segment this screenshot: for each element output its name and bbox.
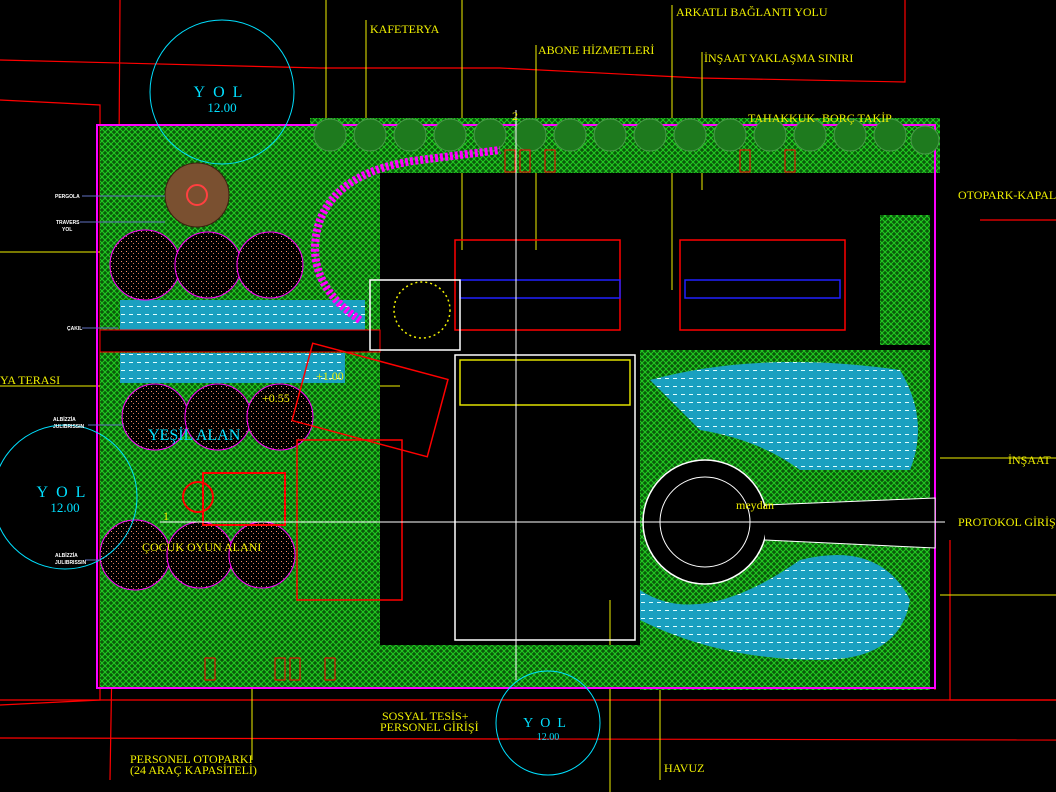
playground-circle <box>182 481 214 513</box>
road-marker-south: YOL 12.00 <box>495 670 601 776</box>
label-tahakkuk: TAHAKKUK- BORÇ TAKİP <box>748 111 892 125</box>
label-julibrissin: JULIBRISSIN <box>53 424 85 430</box>
road-name: YOL <box>523 716 573 731</box>
label-kafeterya: KAFETERYA <box>370 22 440 36</box>
label-arac-kapasitesi: (24 ARAÇ KAPASİTELİ) <box>130 763 257 777</box>
label-otopark-kapali: OTOPARK-KAPAL <box>958 188 1056 202</box>
label-albizzia: ALBİZZİA <box>53 416 76 423</box>
protocol-entry-road <box>764 497 936 549</box>
flower-border <box>311 146 501 324</box>
label-albizzia: ALBİZZİA <box>55 552 78 559</box>
pool-south <box>640 555 910 660</box>
label-personel-otoparki: PERSONEL OTOPARKI <box>130 752 253 766</box>
label-yesil-alan: YEŞİL ALAN <box>148 426 241 444</box>
road-name: YOL <box>37 484 94 501</box>
water-channel-north <box>120 300 365 330</box>
buildings <box>291 239 846 641</box>
label-abone-hizmetleri: ABONE HİZMETLERİ <box>538 43 654 57</box>
road-marker-north: YOL 12.00 <box>149 19 295 165</box>
label-pergola: PERGOLA <box>55 194 80 200</box>
elevation-mark: +1.00 <box>316 369 344 383</box>
pergola-center <box>186 184 208 206</box>
path-strip <box>99 329 381 353</box>
label-meydan: meydan <box>736 498 774 512</box>
east-tree-strip <box>880 215 930 345</box>
road-width: 12.00 <box>50 500 79 515</box>
section-marker-2: 2 <box>512 109 518 123</box>
playground <box>202 472 286 526</box>
road-width: 12.00 <box>207 100 236 115</box>
section-marker-1: 1 <box>163 509 169 523</box>
pool-north <box>650 362 918 470</box>
label-protokol-girisi: PROTOKOL GİRİŞİ <box>958 515 1056 529</box>
tree-row <box>313 118 940 155</box>
elevation-mark: +0.55 <box>262 391 290 405</box>
plant-callouts <box>80 195 165 561</box>
water-channel-south <box>120 353 345 383</box>
label-cakil: ÇAKIL <box>67 326 82 332</box>
road-marker-west: YOL 12.00 <box>0 424 138 570</box>
label-personel-girisi: PERSONEL GİRİŞİ <box>380 720 479 734</box>
label-travers: TRAVERS <box>56 220 80 226</box>
label-insaat-yaklasma-siniri: İNŞAAT YAKLAŞMA SINIRI <box>704 51 853 65</box>
label-insaat: İNŞAAT <box>1008 453 1051 467</box>
south-green-strip <box>380 645 640 688</box>
label-julibrissin: JULIBRISSIN <box>55 560 87 566</box>
label-travers-yol: YOL <box>62 227 72 233</box>
label-terasi: YA TERASI <box>0 373 60 387</box>
tree-canopies <box>99 229 314 591</box>
pergola <box>164 162 230 228</box>
road-name: YOL <box>194 84 251 101</box>
label-cocuk-oyun-alani: ÇOCUK OYUN ALANI <box>142 540 261 554</box>
label-sosyal-tesis: SOSYAL TESİS+ <box>382 709 469 723</box>
label-havuz: HAVUZ <box>664 761 704 775</box>
parking-stalls <box>204 149 796 681</box>
road-width: 12.00 <box>537 732 560 743</box>
label-arkatli-baglanti-yolu: ARKATLI BAĞLANTI YOLU <box>676 5 828 19</box>
